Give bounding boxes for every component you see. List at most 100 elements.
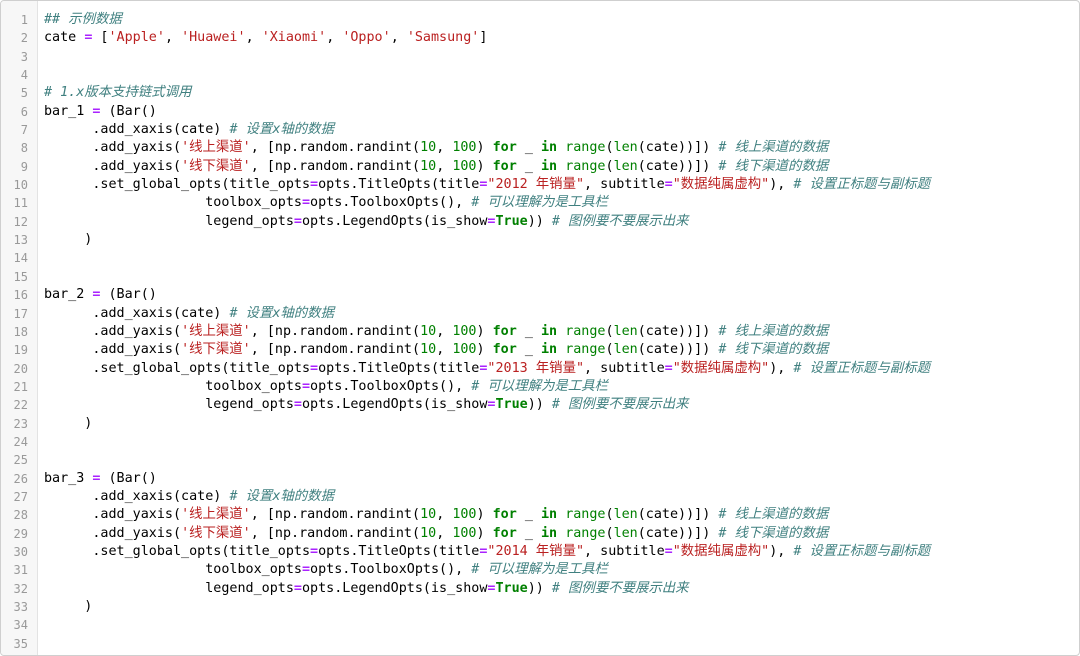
number-literal: 10 bbox=[420, 342, 437, 358]
string-literal: '线上渠道' bbox=[181, 507, 251, 523]
code-text: [ bbox=[92, 30, 109, 46]
builtin-function: range bbox=[565, 158, 606, 174]
code-line[interactable]: 15 bbox=[1, 268, 1079, 286]
code-text: ), bbox=[769, 360, 794, 376]
code-line[interactable]: 21 toolbox_opts=opts.ToolboxOpts(), # 可以… bbox=[1, 378, 1079, 396]
code-line[interactable]: 7 .add_xaxis(cate) # 设置x轴的数据 bbox=[1, 121, 1079, 139]
code-line[interactable]: 8 .add_yaxis('线上渠道', [np.random.randint(… bbox=[1, 139, 1079, 157]
line-number: 10 bbox=[13, 178, 28, 193]
code-text: (Bar() bbox=[100, 287, 157, 303]
code-line[interactable]: 27 .add_xaxis(cate) # 设置x轴的数据 bbox=[1, 488, 1079, 506]
line-number: 28 bbox=[13, 508, 28, 523]
code-text: ( bbox=[605, 342, 614, 358]
code-line[interactable]: 24 bbox=[1, 433, 1079, 451]
line-number: 23 bbox=[13, 416, 28, 431]
operator: = bbox=[487, 580, 496, 596]
code-line[interactable]: 33 ) bbox=[1, 598, 1079, 616]
line-source: legend_opts=opts.LegendOpts(is_show=True… bbox=[44, 213, 689, 231]
code-text: , bbox=[326, 30, 343, 46]
code-text: ) bbox=[476, 342, 493, 358]
keyword: True bbox=[495, 213, 528, 229]
operator: = bbox=[310, 177, 319, 193]
code-line[interactable]: 28 .add_yaxis('线上渠道', [np.random.randint… bbox=[1, 506, 1079, 524]
code-text: (Bar() bbox=[100, 470, 157, 486]
code-line[interactable]: 29 .add_yaxis('线下渠道', [np.random.randint… bbox=[1, 525, 1079, 543]
code-text: ( bbox=[605, 140, 614, 156]
code-line[interactable]: 4 bbox=[1, 66, 1079, 84]
code-line[interactable]: 11 toolbox_opts=opts.ToolboxOpts(), # 可以… bbox=[1, 194, 1079, 212]
code-line[interactable]: 22 legend_opts=opts.LegendOpts(is_show=T… bbox=[1, 396, 1079, 414]
code-line[interactable]: 17 .add_xaxis(cate) # 设置x轴的数据 bbox=[1, 305, 1079, 323]
line-number: 6 bbox=[20, 104, 28, 119]
keyword: for bbox=[492, 323, 517, 339]
code-text bbox=[557, 140, 565, 155]
code-line[interactable]: 35 bbox=[1, 635, 1079, 653]
code-line[interactable]: 10 .set_global_opts(title_opts=opts.Titl… bbox=[1, 176, 1079, 194]
code-line[interactable]: 25 bbox=[1, 451, 1079, 469]
code-line[interactable]: 30 .set_global_opts(title_opts=opts.Titl… bbox=[1, 543, 1079, 561]
line-number: 11 bbox=[13, 196, 28, 211]
code-comment: # 1.x版本支持链式调用 bbox=[44, 85, 192, 101]
keyword: in bbox=[541, 525, 558, 541]
code-line[interactable]: 18 .add_yaxis('线上渠道', [np.random.randint… bbox=[1, 323, 1079, 341]
line-source: legend_opts=opts.LegendOpts(is_show=True… bbox=[44, 396, 688, 414]
code-line[interactable]: 12 legend_opts=opts.LegendOpts(is_show=T… bbox=[1, 213, 1079, 231]
code-text: (cate))]) bbox=[637, 525, 719, 541]
code-text: .add_yaxis( bbox=[44, 507, 182, 523]
code-line[interactable]: 13 ) bbox=[1, 231, 1079, 249]
operator: = bbox=[293, 397, 302, 413]
string-literal: "2013 年销量" bbox=[487, 360, 585, 376]
line-number: 2 bbox=[20, 31, 28, 46]
code-text: ) bbox=[476, 158, 493, 174]
keyword: for bbox=[492, 140, 517, 156]
code-line[interactable]: 3 bbox=[1, 48, 1079, 66]
line-number: 29 bbox=[13, 526, 28, 541]
code-line[interactable]: 20 .set_global_opts(title_opts=opts.Titl… bbox=[1, 360, 1079, 378]
code-comment: ## 示例数据 bbox=[44, 12, 122, 27]
line-number: 33 bbox=[13, 600, 28, 614]
keyword: in bbox=[541, 323, 558, 339]
code-text: , [np.random.randint( bbox=[250, 158, 421, 174]
line-number: 13 bbox=[13, 233, 28, 248]
code-line[interactable]: 31 toolbox_opts=opts.ToolboxOpts(), # 可以… bbox=[1, 561, 1079, 579]
code-text: (cate))]) bbox=[637, 342, 719, 358]
code-line[interactable]: 14 bbox=[1, 249, 1079, 267]
code-text: opts.ToolboxOpts(), bbox=[310, 378, 472, 394]
code-comment: # 设置x轴的数据 bbox=[229, 305, 334, 321]
line-number: 4 bbox=[20, 68, 28, 83]
code-line[interactable]: 5# 1.x版本支持链式调用 bbox=[1, 84, 1079, 102]
line-number: 7 bbox=[20, 123, 28, 138]
number-literal: 100 bbox=[452, 525, 477, 541]
code-text: , bbox=[436, 158, 453, 174]
code-text: _ bbox=[516, 525, 541, 541]
code-comment: # 线上渠道的数据 bbox=[718, 323, 829, 339]
code-text: ] bbox=[479, 30, 488, 46]
code-line[interactable]: 9 .add_yaxis('线下渠道', [np.random.randint(… bbox=[1, 158, 1079, 176]
keyword: in bbox=[541, 140, 558, 156]
code-line[interactable]: 23 ) bbox=[1, 415, 1079, 433]
number-literal: 100 bbox=[452, 158, 477, 174]
builtin-function: range bbox=[565, 342, 606, 358]
code-line[interactable]: 34 bbox=[1, 616, 1079, 634]
code-text: ( bbox=[605, 158, 614, 174]
code-text: ) bbox=[476, 525, 493, 541]
number-literal: 100 bbox=[452, 140, 477, 156]
code-line[interactable]: 32 legend_opts=opts.LegendOpts(is_show=T… bbox=[1, 580, 1079, 598]
keyword: for bbox=[492, 507, 517, 523]
string-literal: 'Samsung' bbox=[406, 30, 480, 46]
code-comment: # 设置x轴的数据 bbox=[229, 488, 334, 504]
code-line[interactable]: 1## 示例数据 bbox=[1, 11, 1079, 29]
code-comment: # 图例要不要展示出来 bbox=[551, 213, 689, 229]
code-text bbox=[557, 507, 565, 522]
line-number: 15 bbox=[13, 269, 28, 284]
builtin-function: len bbox=[613, 342, 638, 358]
operator: = bbox=[664, 543, 673, 559]
code-line[interactable]: 19 .add_yaxis('线下渠道', [np.random.randint… bbox=[1, 341, 1079, 359]
code-text: )) bbox=[527, 580, 552, 596]
